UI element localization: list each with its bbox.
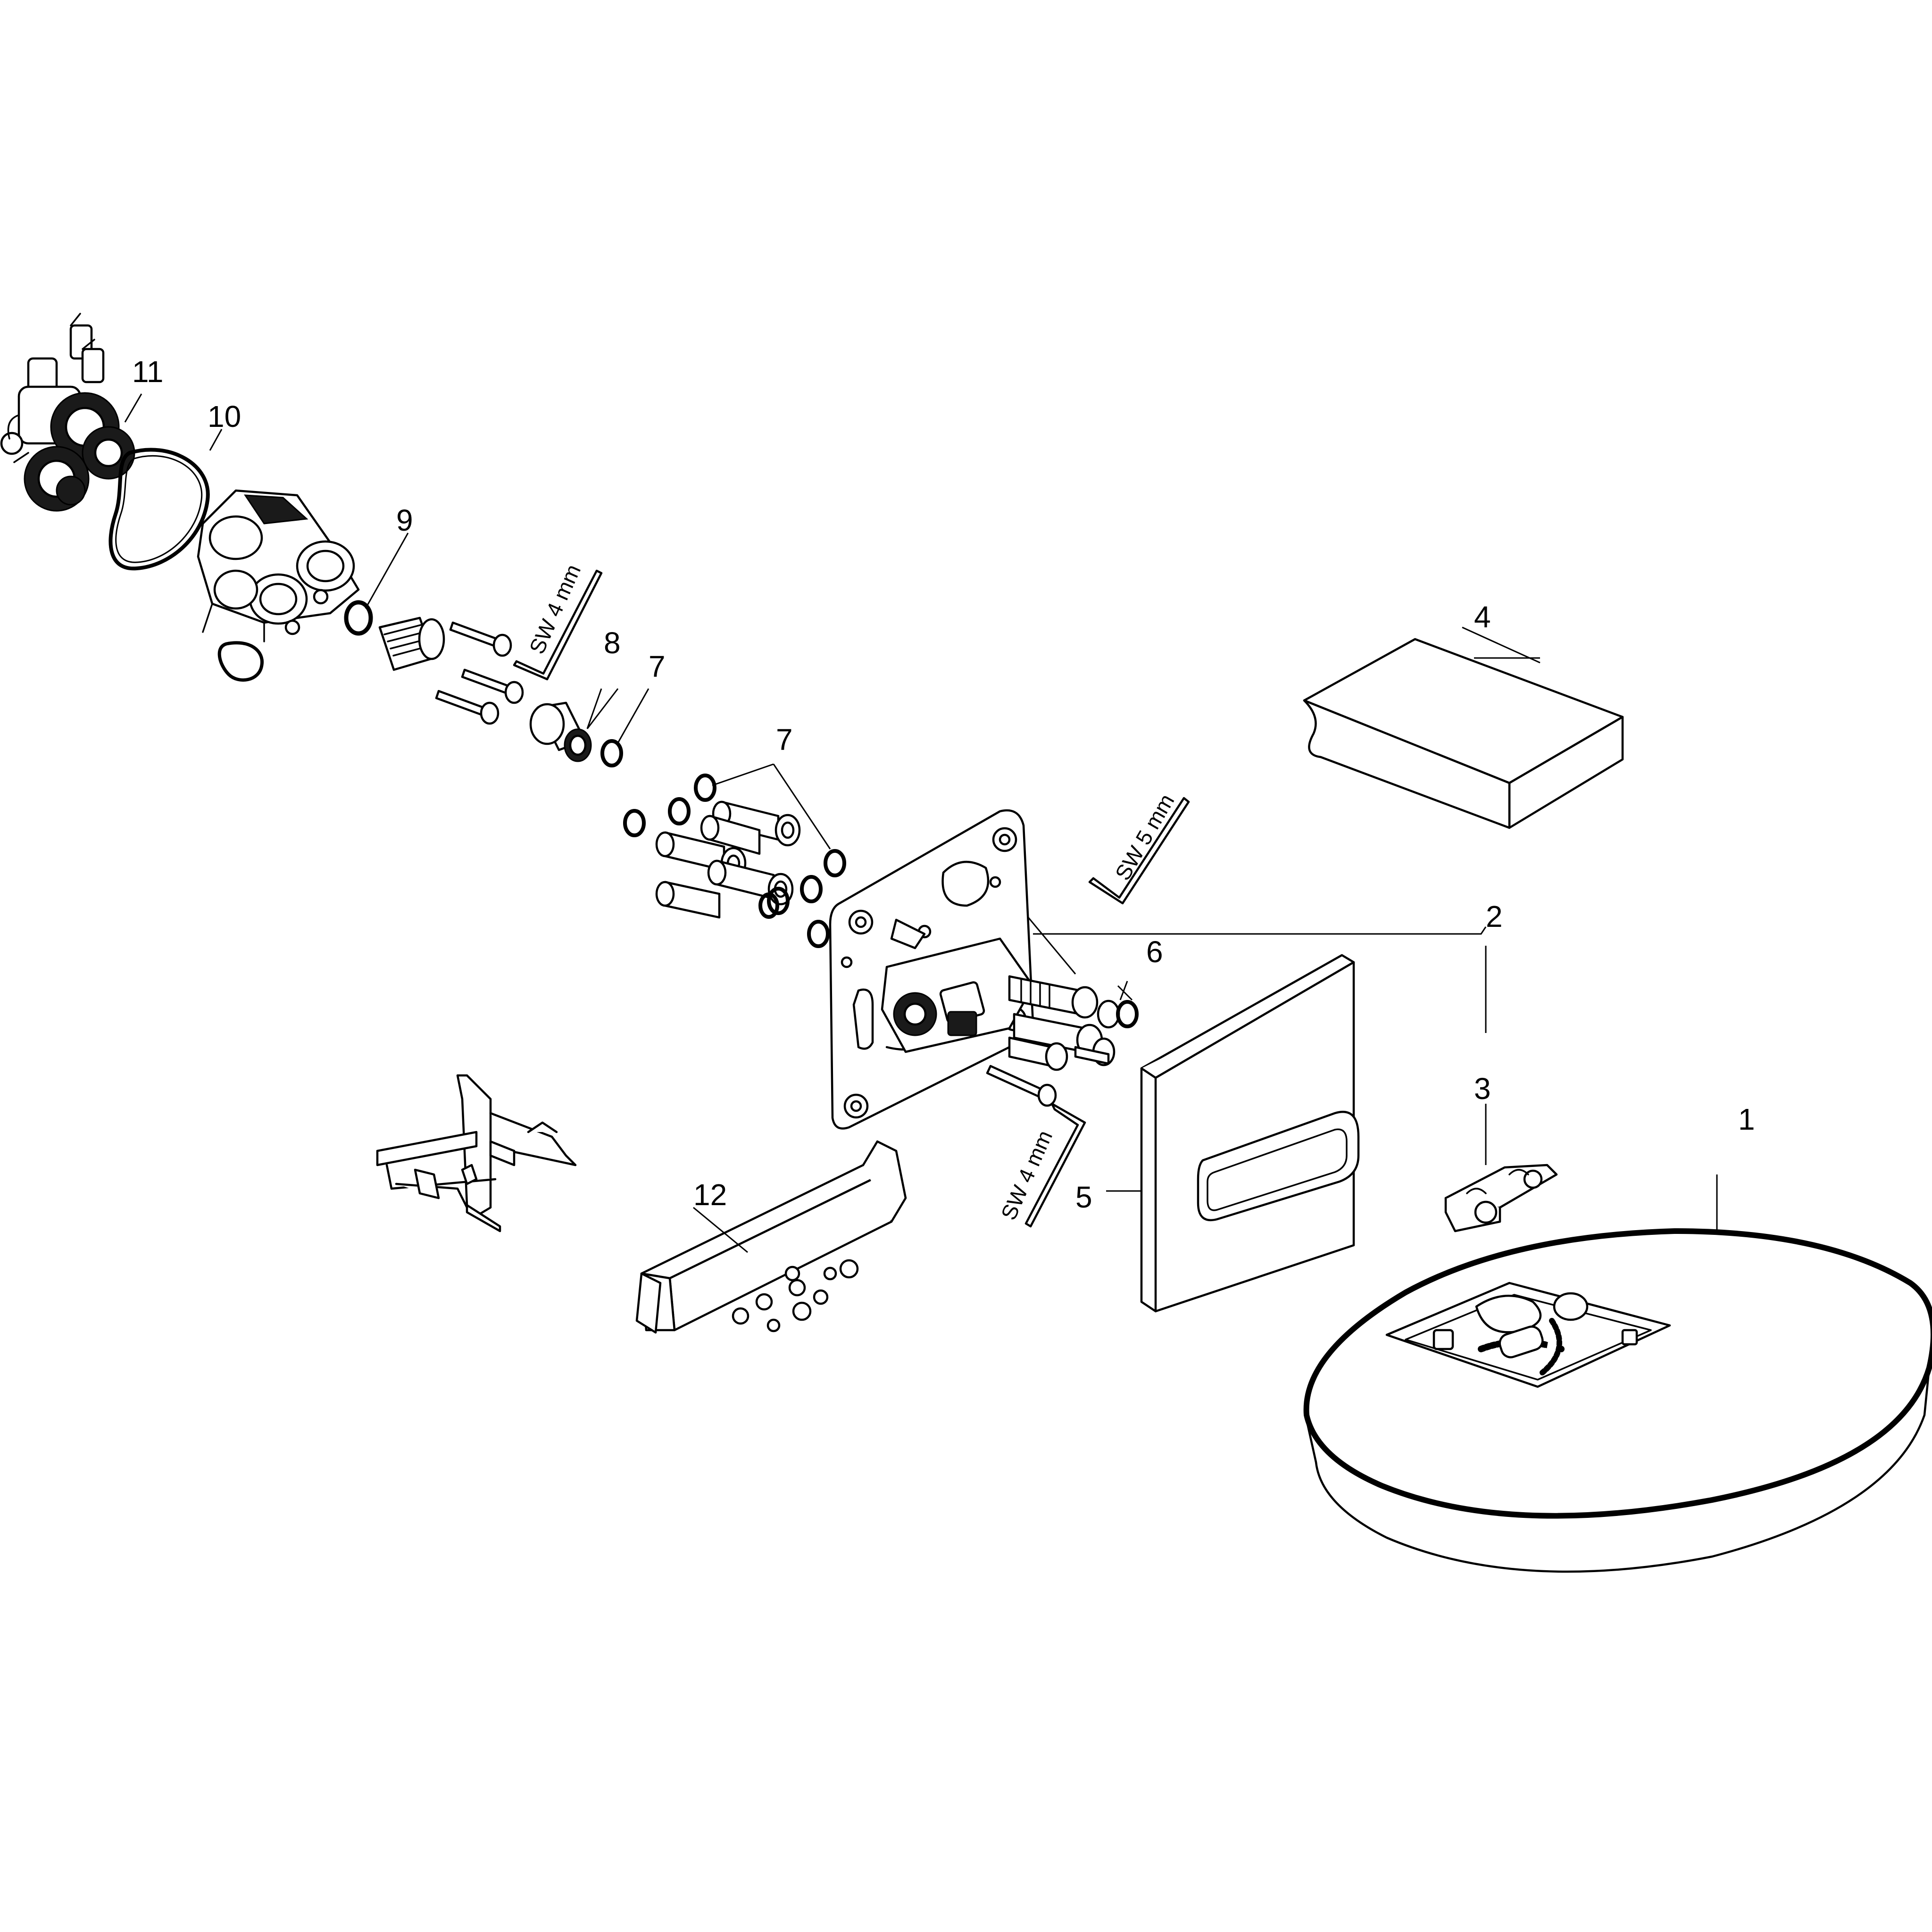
o-ring: [800, 875, 823, 903]
part-12-bracket: [635, 1140, 907, 1334]
small-gasket: [217, 641, 264, 682]
o-ring: [767, 887, 790, 915]
o-ring: [668, 797, 691, 825]
fitting: [707, 859, 794, 906]
callout-4: 4: [1474, 600, 1491, 634]
part-1-shower-head: [1303, 1228, 1932, 1573]
callout-12: 12: [693, 1178, 727, 1212]
callout-8: 8: [604, 626, 621, 660]
fitting: [712, 800, 801, 847]
part-3-clip: [1444, 1164, 1558, 1232]
part-11-cartridge-assembly: [0, 313, 135, 512]
callout-9: 9: [396, 503, 413, 537]
callout-6: 6: [1146, 935, 1163, 969]
part-10-large-o-ring: [108, 448, 210, 571]
o-ring: [694, 774, 716, 802]
callout-5: 5: [1075, 1180, 1092, 1214]
hex-key-sw4-bottom: SW 4 mm: [996, 1102, 1086, 1228]
fitting: [700, 815, 761, 855]
adapter-fitting: [378, 616, 445, 671]
part-7-o-ring-single: [600, 739, 623, 767]
valve-body: [197, 489, 360, 642]
mounting-frame: [376, 1074, 577, 1232]
callout-11: 11: [132, 355, 163, 389]
screw-bottom: [986, 1065, 1057, 1107]
o-ring: [758, 892, 779, 919]
part-7-fittings-group: [623, 774, 846, 948]
fitting: [655, 881, 721, 919]
o-ring: [623, 809, 646, 837]
hex-key-sw4-top: SW 4 mm: [513, 560, 603, 681]
callouts: 11 10 9 8 7 7 4 2 6 3 1 5 12: [132, 355, 1755, 1214]
callout-10: 10: [208, 400, 241, 433]
leader-lines: [124, 393, 1718, 1253]
part-9-o-ring: [344, 600, 373, 636]
callout-1: 1: [1738, 1102, 1755, 1136]
callout-7-group: 7: [776, 723, 793, 757]
screw: [461, 668, 524, 704]
tool-label-sw4-bottom: SW 4 mm: [996, 1126, 1058, 1224]
o-ring: [824, 849, 846, 877]
callout-3: 3: [1474, 1072, 1491, 1106]
valve-outlets: [1008, 975, 1120, 1071]
screw: [435, 690, 500, 725]
screw-group-top: [435, 621, 524, 725]
valve-block: [881, 937, 1034, 1053]
screw: [449, 621, 512, 657]
part-5-cover-plate: [1140, 954, 1360, 1313]
callout-7-single: 7: [649, 650, 666, 683]
callout-2: 2: [1486, 899, 1503, 933]
o-ring: [807, 920, 830, 948]
part-8-nipple: [529, 701, 592, 762]
hex-key-sw5: SW 5 mm: [1088, 790, 1190, 905]
part-4-box: [1303, 638, 1624, 829]
part-6-o-ring: [1116, 1000, 1139, 1028]
